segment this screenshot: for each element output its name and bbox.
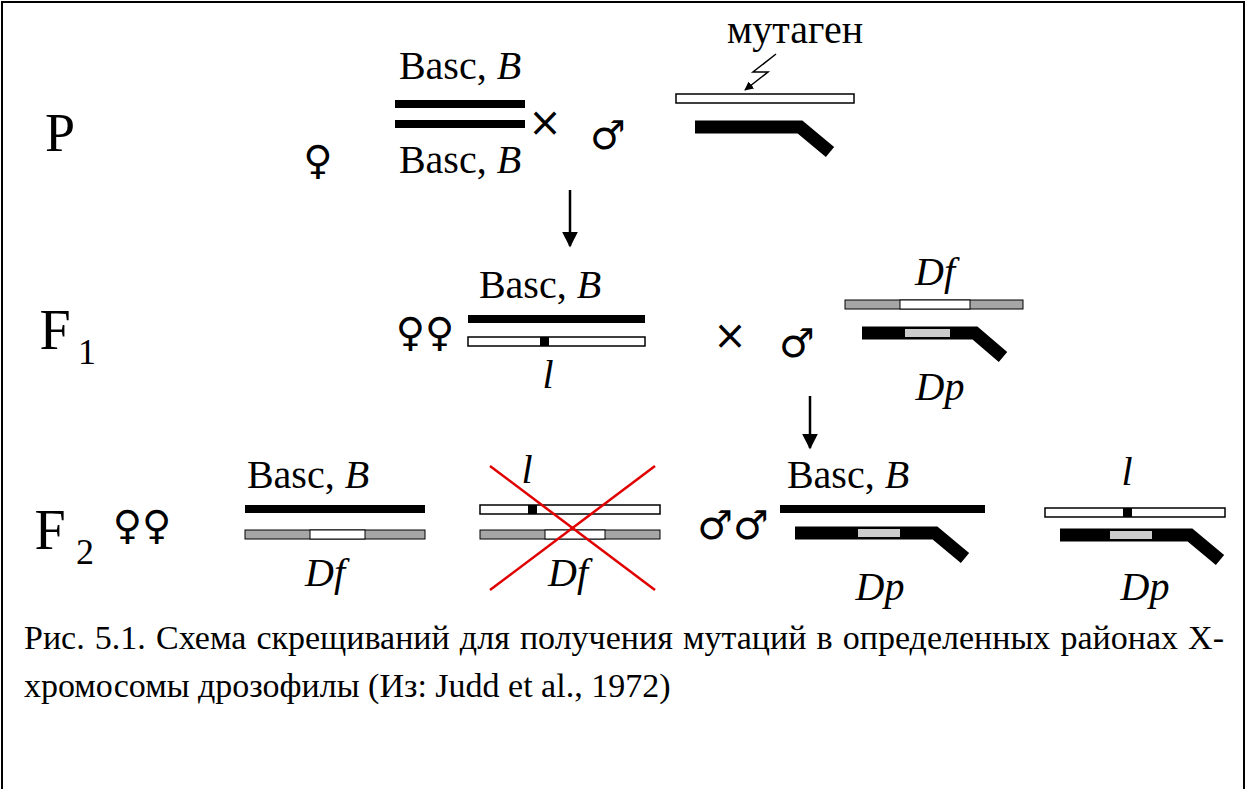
duplication-label: Dp: [916, 367, 965, 407]
genotype-label: Basc, B: [479, 265, 601, 305]
deficiency-segment: [310, 530, 365, 539]
genotype-prefix: Basc,: [399, 43, 497, 88]
deficiency-label: Df: [915, 252, 955, 292]
x-chromosome-basc: [245, 505, 425, 513]
x-chromosome-deficiency: [845, 300, 1023, 309]
genotype-prefix: Basc,: [479, 262, 577, 307]
x-chromosome-lethal: [1045, 508, 1225, 517]
sex-symbol: ♂♂: [697, 505, 769, 545]
gene-symbol: B: [577, 262, 601, 307]
mutagen-bolt: [745, 54, 776, 90]
lethal-label: l: [542, 355, 553, 395]
gene-symbol: B: [885, 452, 909, 497]
x-chromosome-mutagenized: [676, 94, 854, 103]
genotype-prefix: Basc,: [399, 137, 497, 182]
deficiency-label: Df: [548, 553, 588, 593]
sex-symbol: ♂: [590, 115, 626, 155]
sex-symbol: ♂: [779, 323, 815, 363]
genotype-label: Basc, B: [399, 140, 521, 180]
duplication-label: Dp: [1121, 567, 1170, 607]
sex-symbol: ♀: [303, 140, 332, 180]
deficiency-label: Df: [305, 553, 345, 593]
figure-caption: Рис. 5.1. Схема скрещиваний для получени…: [24, 614, 1224, 710]
genotype-prefix: Basc,: [787, 452, 885, 497]
generation-subscript: 1: [78, 334, 96, 370]
cross-sign: ×: [713, 315, 747, 355]
generation-arrow: [569, 190, 572, 246]
duplication-segment: [905, 329, 950, 337]
generation-label: F: [39, 302, 70, 358]
x-chromosome-basc: [468, 315, 645, 323]
lethal-mark: [1123, 508, 1132, 517]
generation-subscript: 2: [76, 534, 94, 570]
genotype-label: Basc, B: [787, 455, 909, 495]
sex-symbol: ♀♀: [396, 312, 455, 352]
lethal-label: l: [521, 450, 532, 490]
duplication-segment: [858, 529, 900, 537]
lethal-label: l: [1121, 452, 1132, 492]
cross-sign: ×: [528, 102, 562, 142]
x-chromosome-lethal: [480, 505, 660, 514]
sex-symbol: ♀♀: [113, 505, 172, 545]
genotype-label: Basc, B: [247, 455, 369, 495]
generation-label: P: [45, 106, 75, 160]
duplication-segment: [1110, 531, 1152, 539]
generation-arrow: [809, 396, 812, 448]
generation-label: F: [34, 502, 65, 558]
deficiency-segment: [900, 300, 970, 309]
x-chromosome-basc: [395, 100, 525, 108]
mutagen-label: мутаген: [727, 10, 863, 50]
x-chromosome-deficiency: [245, 530, 425, 539]
x-chromosome-lethal: [468, 337, 645, 346]
y-chromosome: [695, 127, 830, 152]
lethal-mark: [528, 505, 537, 514]
genotype-label: Basc, B: [399, 46, 521, 86]
genotype-prefix: Basc,: [247, 452, 345, 497]
lethal-mark: [540, 337, 549, 346]
gene-symbol: B: [497, 137, 521, 182]
x-chromosome-basc: [780, 505, 985, 513]
x-chromosome-basc: [395, 120, 525, 128]
gene-symbol: B: [345, 452, 369, 497]
gene-symbol: B: [497, 43, 521, 88]
duplication-label: Dp: [856, 567, 905, 607]
